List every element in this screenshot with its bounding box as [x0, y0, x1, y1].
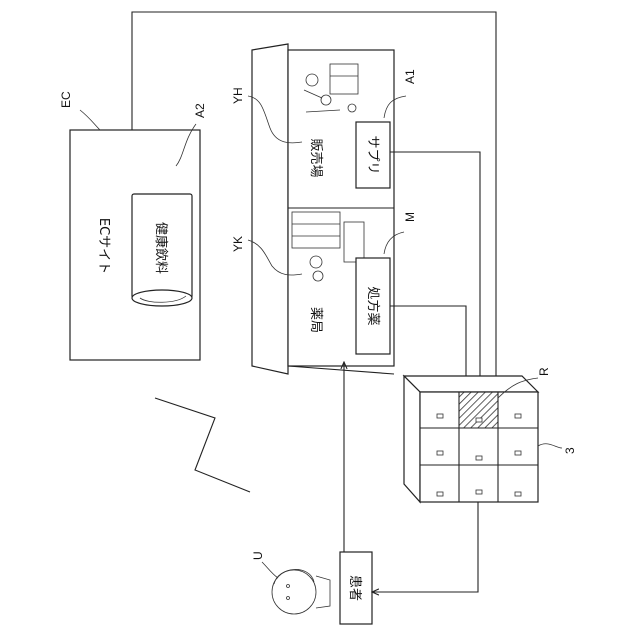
a1-ref: A1: [403, 69, 417, 84]
locker-compartment-r: [459, 392, 498, 428]
locker-to-patient-line: [372, 502, 478, 592]
ec-ref: EC: [59, 91, 73, 108]
a2-ref: A2: [193, 103, 207, 118]
prescription-to-locker-line: [390, 306, 466, 386]
r-ref: R: [537, 367, 551, 376]
ec-ref-leader: [80, 110, 100, 130]
store-roof: [252, 44, 288, 374]
locker-side: [404, 376, 420, 502]
network-link: [155, 398, 250, 492]
patient-label: 患者: [347, 575, 362, 601]
ec-site-label: ECサイト: [96, 218, 111, 274]
prescription-label: 処方薬: [365, 286, 381, 325]
pharmacy-label: 薬局: [308, 307, 323, 333]
u-leader: [262, 562, 278, 578]
ec-site: ECサイト EC 健康飲料 A2: [59, 91, 207, 360]
yh-ref: YH: [231, 87, 245, 104]
locker-ref: 3: [563, 447, 577, 454]
m-ref: M: [403, 212, 417, 222]
locker-ref-leader: [538, 444, 562, 448]
supplement-label: サプリ: [365, 135, 380, 174]
u-ref: U: [251, 551, 265, 560]
health-drink-can: 健康飲料: [132, 194, 192, 306]
locker: R 3: [404, 367, 577, 502]
locker-top: [404, 376, 538, 392]
patient-icon: [272, 569, 330, 614]
sales-floor-label: 販売場: [308, 138, 324, 177]
patient: 患者 U: [251, 551, 372, 624]
health-drink-label: 健康飲料: [153, 222, 169, 274]
yk-ref: YK: [231, 236, 245, 252]
